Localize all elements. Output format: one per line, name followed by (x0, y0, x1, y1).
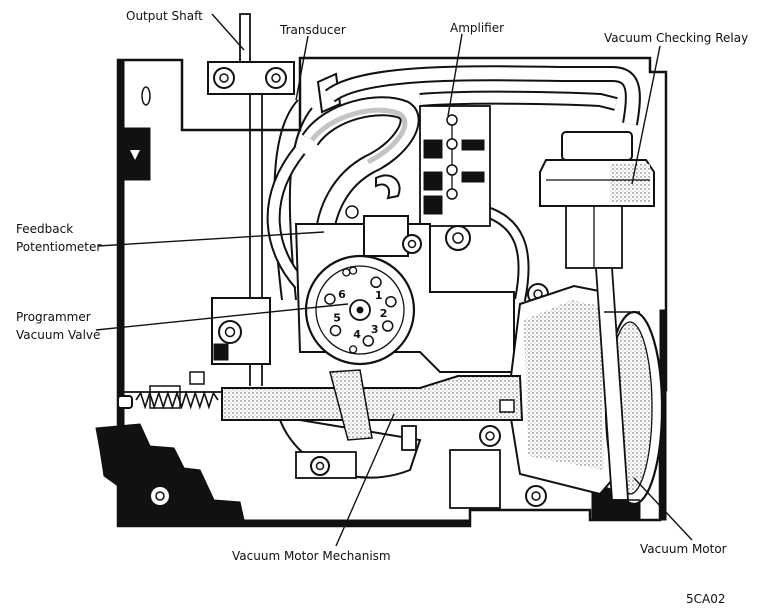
screw-icon (407, 239, 417, 249)
valve-port-number: 5 (333, 312, 341, 325)
valve-port-number: 6 (338, 288, 346, 301)
housing-bottom-dark-edge (123, 519, 471, 527)
label-vacuum-motor-mechanism: Vacuum Motor Mechanism (232, 549, 391, 563)
screw-icon (315, 461, 325, 471)
screw-icon (219, 73, 229, 83)
vacuum-tube-upper (326, 67, 639, 126)
screw-icon (345, 205, 359, 219)
figure-code: 5CA02 (686, 592, 726, 606)
vacuum-motor-shading (524, 300, 604, 470)
housing-slot (141, 86, 151, 106)
screw-icon (224, 326, 236, 338)
valve-port-hole (362, 335, 375, 347)
valve-port-number: 3 (371, 323, 379, 336)
label-transducer: Transducer (279, 23, 346, 37)
label-output-shaft: Output Shaft (126, 9, 203, 23)
leader-line-vacuum-checking-relay (631, 45, 661, 185)
return-spring (135, 390, 219, 410)
indicator-triangle-icon (130, 150, 140, 160)
housing-bottom-left-casting (95, 423, 245, 521)
rack-tab (499, 399, 515, 413)
vacuum-tube-stipple (310, 107, 408, 165)
leader-line-amplifier (447, 33, 463, 117)
amplifier-component (446, 164, 458, 176)
leader-line-output-shaft (211, 13, 245, 51)
leader-line-feedback-potentiometer (97, 231, 325, 247)
leader-line-transducer (295, 35, 309, 101)
valve-vent-hole (342, 268, 351, 277)
valve-port-hole (385, 295, 397, 308)
mechanism-sector-lever (329, 369, 373, 441)
amplifier-terminal-strip (423, 139, 443, 159)
valve-port-number: 1 (375, 289, 383, 302)
vacuum-checking-relay-top (561, 131, 633, 161)
mechanism-link (401, 425, 417, 451)
amplifier-component (446, 188, 458, 200)
screw-icon (271, 73, 281, 83)
programmer-vacuum-valve-face (315, 265, 405, 355)
valve-vent-hole (348, 345, 358, 354)
screw-icon (531, 491, 541, 501)
valve-vent-hole (348, 266, 358, 275)
amplifier-screw (452, 232, 464, 244)
vacuum-motor-mechanism-rack (221, 375, 524, 421)
vacuum-checking-relay-stipple (610, 164, 650, 202)
spring-pin (189, 371, 205, 385)
valve-port-hole (324, 293, 336, 305)
amplifier-component (446, 138, 458, 150)
screw-icon (155, 491, 165, 501)
vacuum-tube-small (375, 174, 401, 200)
amplifier-terminal-strip (461, 171, 485, 183)
leader-line-vacuum-motor-mechanism (335, 413, 395, 547)
valve-hub-center (356, 306, 364, 314)
label-feedback-potentiometer: Potentiometer (16, 240, 101, 254)
lower-bracket (449, 449, 501, 509)
amplifier-terminal-strip (423, 171, 443, 191)
label-amplifier: Amplifier (450, 21, 504, 35)
valve-port-hole (370, 276, 382, 289)
potentiometer-body (363, 215, 409, 257)
label-programmer-vacuum-valve: Vacuum Valve (16, 328, 100, 342)
leader-line-vacuum-motor (633, 477, 693, 541)
leader-line-programmer-vacuum-valve (95, 303, 349, 331)
vacuum-tube-mid (419, 92, 618, 109)
amplifier-component (446, 114, 458, 126)
label-vacuum-motor: Vacuum Motor (640, 542, 727, 556)
valve-port-number: 2 (380, 307, 388, 320)
amplifier-terminal-strip (461, 139, 485, 151)
screw-icon (485, 431, 495, 441)
label-vacuum-checking-relay: Vacuum Checking Relay (604, 31, 748, 45)
vacuum-tube-coil (268, 146, 304, 288)
valve-port-hole (329, 324, 342, 337)
valve-port-hole (381, 320, 394, 332)
vacuum-tube-side (478, 206, 528, 301)
spring-anchor (117, 395, 133, 409)
amplifier-terminal-strip (423, 195, 443, 215)
valve-port-number: 4 (353, 328, 361, 341)
label-feedback-potentiometer: Feedback (16, 222, 73, 236)
linkage-block (213, 343, 229, 361)
label-programmer-vacuum-valve: Programmer (16, 310, 91, 324)
vacuum-tube-large (303, 98, 418, 241)
